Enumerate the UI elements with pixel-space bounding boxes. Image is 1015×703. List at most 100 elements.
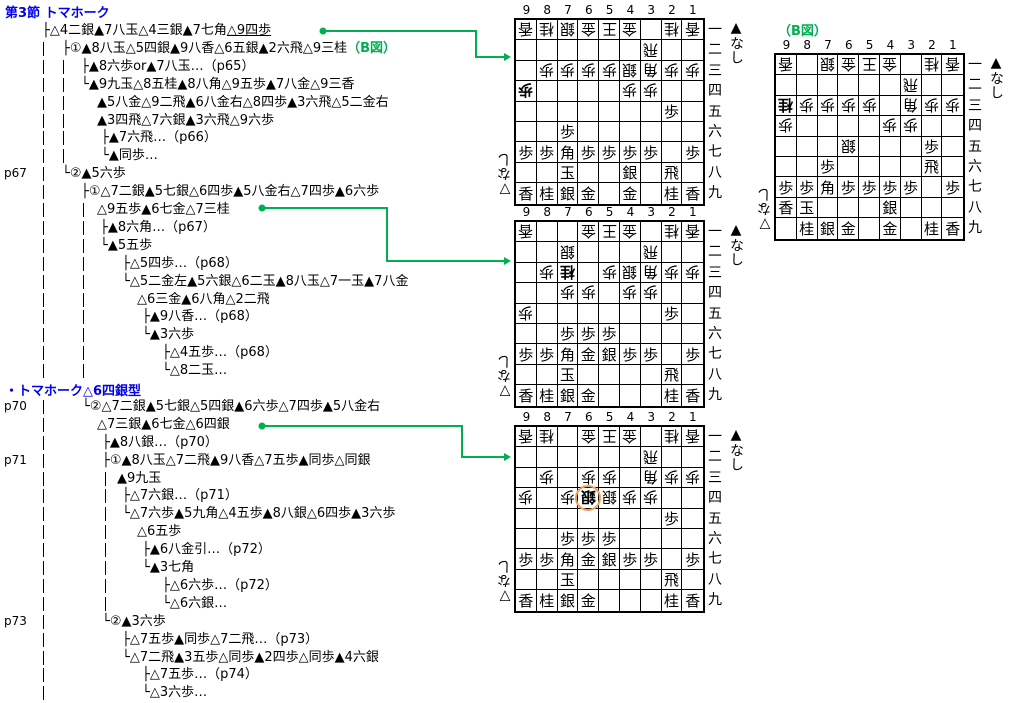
board-square: 歩: [557, 528, 579, 550]
board-square: 銀: [818, 218, 839, 239]
board-square: [516, 101, 537, 122]
move-line: └△5二金左▲5六銀△6二玉▲8八玉△7一玉▲7八金: [122, 274, 408, 290]
board-square: 王: [599, 20, 620, 41]
board-square: [619, 508, 641, 529]
board-square: [619, 447, 641, 468]
tree-connector: [43, 59, 44, 74]
board-square: 歩: [796, 177, 818, 198]
board-square: [599, 385, 620, 406]
tree-connector: [43, 453, 44, 468]
move-text: └△8二玉…: [162, 363, 228, 379]
arrow-head-3: [504, 453, 511, 461]
move-text: △6三金▲6八角△2二飛: [137, 291, 270, 307]
move-line: └△7二飛▲3五歩△同歩▲2四歩△同歩▲4六銀: [122, 650, 379, 666]
sente-piece: 歩: [622, 143, 638, 162]
board-square: 銀: [838, 136, 860, 157]
sente-piece: 金: [580, 184, 596, 203]
board-square: [859, 197, 880, 219]
move-text: └▲9九玉△8五桂▲8八角△9五歩▲7八金△9三香: [81, 76, 355, 92]
board-square: 歩: [536, 262, 558, 284]
board-square: 歩: [578, 283, 600, 304]
move-line: ├△7五歩…（p74）: [142, 667, 258, 683]
tree-connector: [43, 256, 44, 271]
tree-connector: [43, 113, 44, 128]
board-square: [578, 303, 600, 324]
board-square: 飛: [900, 75, 922, 96]
board-square: [879, 136, 901, 157]
page-ref-p73: p73: [4, 614, 27, 628]
move-line: └②△7二銀▲5七銀△5四銀▲6六歩△7四歩▲5八金右: [82, 399, 380, 415]
sente-piece: 金: [622, 184, 638, 203]
board-square: 歩: [942, 177, 964, 198]
board-square: 角: [557, 142, 579, 163]
board-square: [682, 529, 704, 550]
board-square: 香: [682, 183, 703, 203]
board-square: 歩: [599, 323, 620, 345]
sente-piece: 歩: [643, 550, 659, 569]
row-label: 五: [708, 103, 722, 120]
sente-piece: 桂: [663, 591, 679, 610]
board-square: [599, 242, 620, 263]
move-text: ▲3四飛△7六銀▲3六飛△9六歩: [97, 112, 275, 128]
board-square: 桂: [537, 183, 558, 204]
board-square: [682, 304, 704, 324]
row-labels: 一二三四五六七八九: [708, 20, 722, 204]
sente-piece: 歩: [799, 178, 815, 197]
row-label: 三: [708, 62, 722, 79]
move-line: ├△6六歩…（p72）: [162, 578, 278, 594]
board-square: 歩: [921, 136, 943, 157]
move-text: ├▲9八香…（p68）: [142, 309, 258, 325]
board-square: [879, 156, 901, 178]
move-line: ├▲9八香…（p68）: [142, 309, 258, 325]
row-labels: 一二三四五六七八九: [708, 222, 722, 406]
tree-connector: [63, 149, 64, 164]
board-square: 桂: [662, 385, 683, 406]
column-label: 7: [824, 38, 832, 52]
board-square: [640, 101, 662, 122]
move-text: └△3六歩…: [142, 685, 208, 701]
board-square: [640, 569, 662, 591]
row-label: 九: [968, 220, 982, 237]
board-square: [640, 508, 662, 529]
sente-piece: 歩: [559, 123, 575, 142]
shogi-board: 香桂銀金王金桂香飛歩歩歩歩銀角歩歩歩歩歩歩歩歩歩角歩歩歩歩歩玉銀飛香桂銀金金桂香: [514, 18, 706, 206]
column-label: 5: [605, 3, 614, 17]
board-square: 香: [776, 55, 797, 76]
board-square: 金: [620, 183, 641, 204]
tree-connector: [83, 203, 84, 217]
board-square: 歩: [661, 60, 683, 82]
move-line: ├△5四歩…（p68）: [122, 256, 238, 272]
board-square: 銀: [599, 549, 620, 570]
board-square: [640, 20, 662, 41]
board-square: 歩: [900, 177, 922, 198]
sente-piece: 金: [580, 386, 596, 405]
board-square: [516, 447, 537, 468]
row-label: 四: [968, 118, 982, 135]
column-label: 2: [668, 3, 676, 17]
sente-piece: 歩: [685, 345, 701, 364]
sente-piece: 歩: [601, 530, 617, 549]
board-square: [578, 101, 600, 122]
row-label: 七: [708, 144, 722, 161]
tree-connector: [83, 220, 84, 235]
board-square: [599, 162, 620, 184]
board-square: 角: [640, 262, 662, 284]
sente-piece: 金: [840, 219, 856, 238]
tree-connector: [83, 328, 84, 343]
row-label: 九: [708, 592, 722, 609]
board-square: 歩: [640, 81, 662, 102]
board-square: [640, 323, 662, 345]
column-label: 5: [605, 205, 614, 219]
board-square: [661, 40, 683, 61]
board-square: [661, 488, 683, 509]
board-square: 桂: [661, 427, 683, 448]
tree-connector: [43, 686, 44, 701]
board-square: 香: [682, 222, 704, 243]
section-title: 第3節 トマホーク: [5, 6, 110, 21]
tree-connector: [43, 346, 44, 361]
board-square: 歩: [838, 95, 860, 117]
tree-connector: [43, 650, 44, 665]
sente-piece: 銀: [559, 184, 575, 203]
board-square: [661, 549, 683, 570]
board-square: [619, 467, 641, 489]
